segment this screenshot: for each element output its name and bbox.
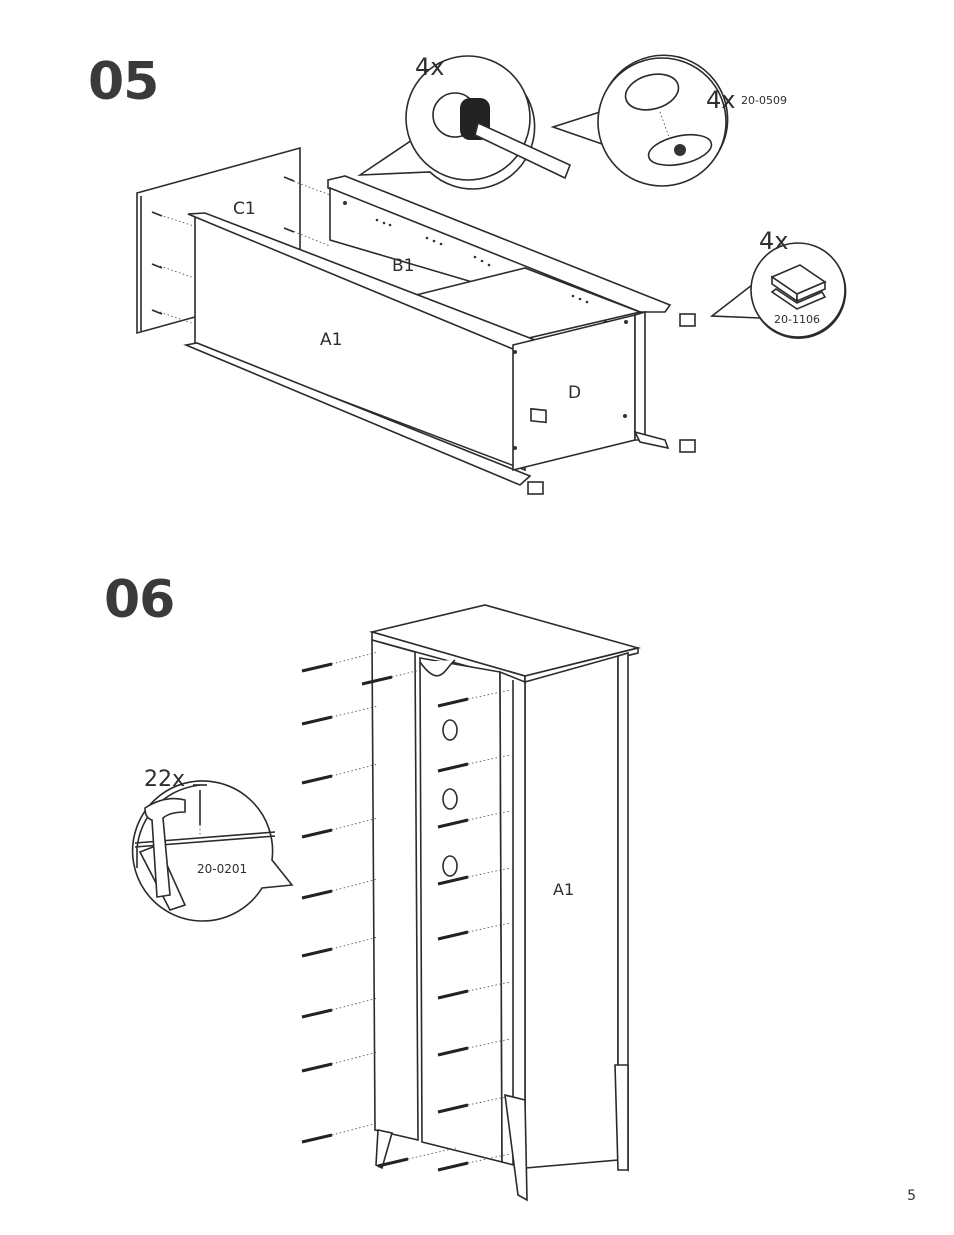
callout-1-qty: 4x — [415, 53, 444, 81]
callout-hammer-nail: 22x 20-0201 — [133, 767, 292, 921]
callout-cam-lock: 4x — [360, 53, 570, 189]
callout-cam-fitting: 4x 20-0509 — [553, 55, 787, 186]
callout-3-qty: 4x — [759, 227, 788, 255]
part-label-b1: B1 — [392, 256, 414, 276]
page-number: 5 — [907, 1188, 916, 1204]
callout-felt-pads: 4x 20-1106 — [712, 227, 846, 338]
callout-4-qty: 22x — [144, 767, 185, 792]
step-05-illustration: C1 B1 A1 D 4x 4x 20-0509 — [137, 53, 846, 494]
step-06-illustration: A1 22x 20-0201 — [133, 605, 638, 1200]
part-label-d: D — [568, 383, 581, 403]
cabinet-side-a1 — [525, 656, 618, 1168]
part-label-c1: C1 — [233, 199, 256, 219]
part-label-a1-step06: A1 — [553, 880, 574, 899]
callout-4-code: 20-0201 — [197, 862, 247, 876]
cabinet-back-panel — [420, 658, 502, 1162]
callout-3-code: 20-1106 — [774, 313, 820, 326]
part-label-a1: A1 — [320, 330, 342, 350]
callout-2-code: 20-0509 — [741, 94, 787, 107]
callout-2-qty: 4x — [706, 86, 735, 114]
